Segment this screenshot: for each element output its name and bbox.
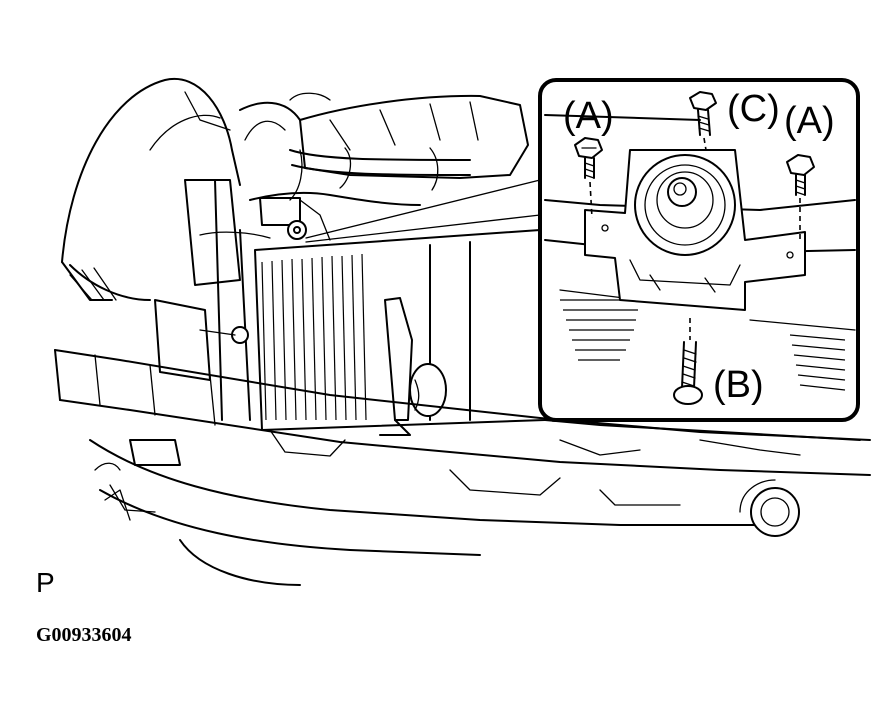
callout-c: (C) — [727, 88, 780, 130]
radiator-fins — [261, 253, 367, 421]
engine-bay-illustration — [54, 77, 871, 586]
inset-detail: (A) (C) (A) (B) — [538, 78, 860, 422]
inset-hatching — [560, 299, 846, 391]
figure-id: G00933604 — [36, 624, 132, 646]
bolt-a-left-icon — [574, 137, 603, 219]
horn-disc — [634, 154, 736, 256]
callout-b: (B) — [713, 364, 764, 406]
bolt-a-right-icon — [786, 154, 815, 240]
horn-assembly-small — [379, 297, 447, 436]
view-label: P — [36, 567, 55, 598]
bolt-b-icon — [673, 318, 703, 405]
callout-a-right: (A) — [784, 100, 835, 142]
callout-a-left: (A) — [563, 95, 614, 137]
bolt-c-icon — [689, 91, 717, 151]
